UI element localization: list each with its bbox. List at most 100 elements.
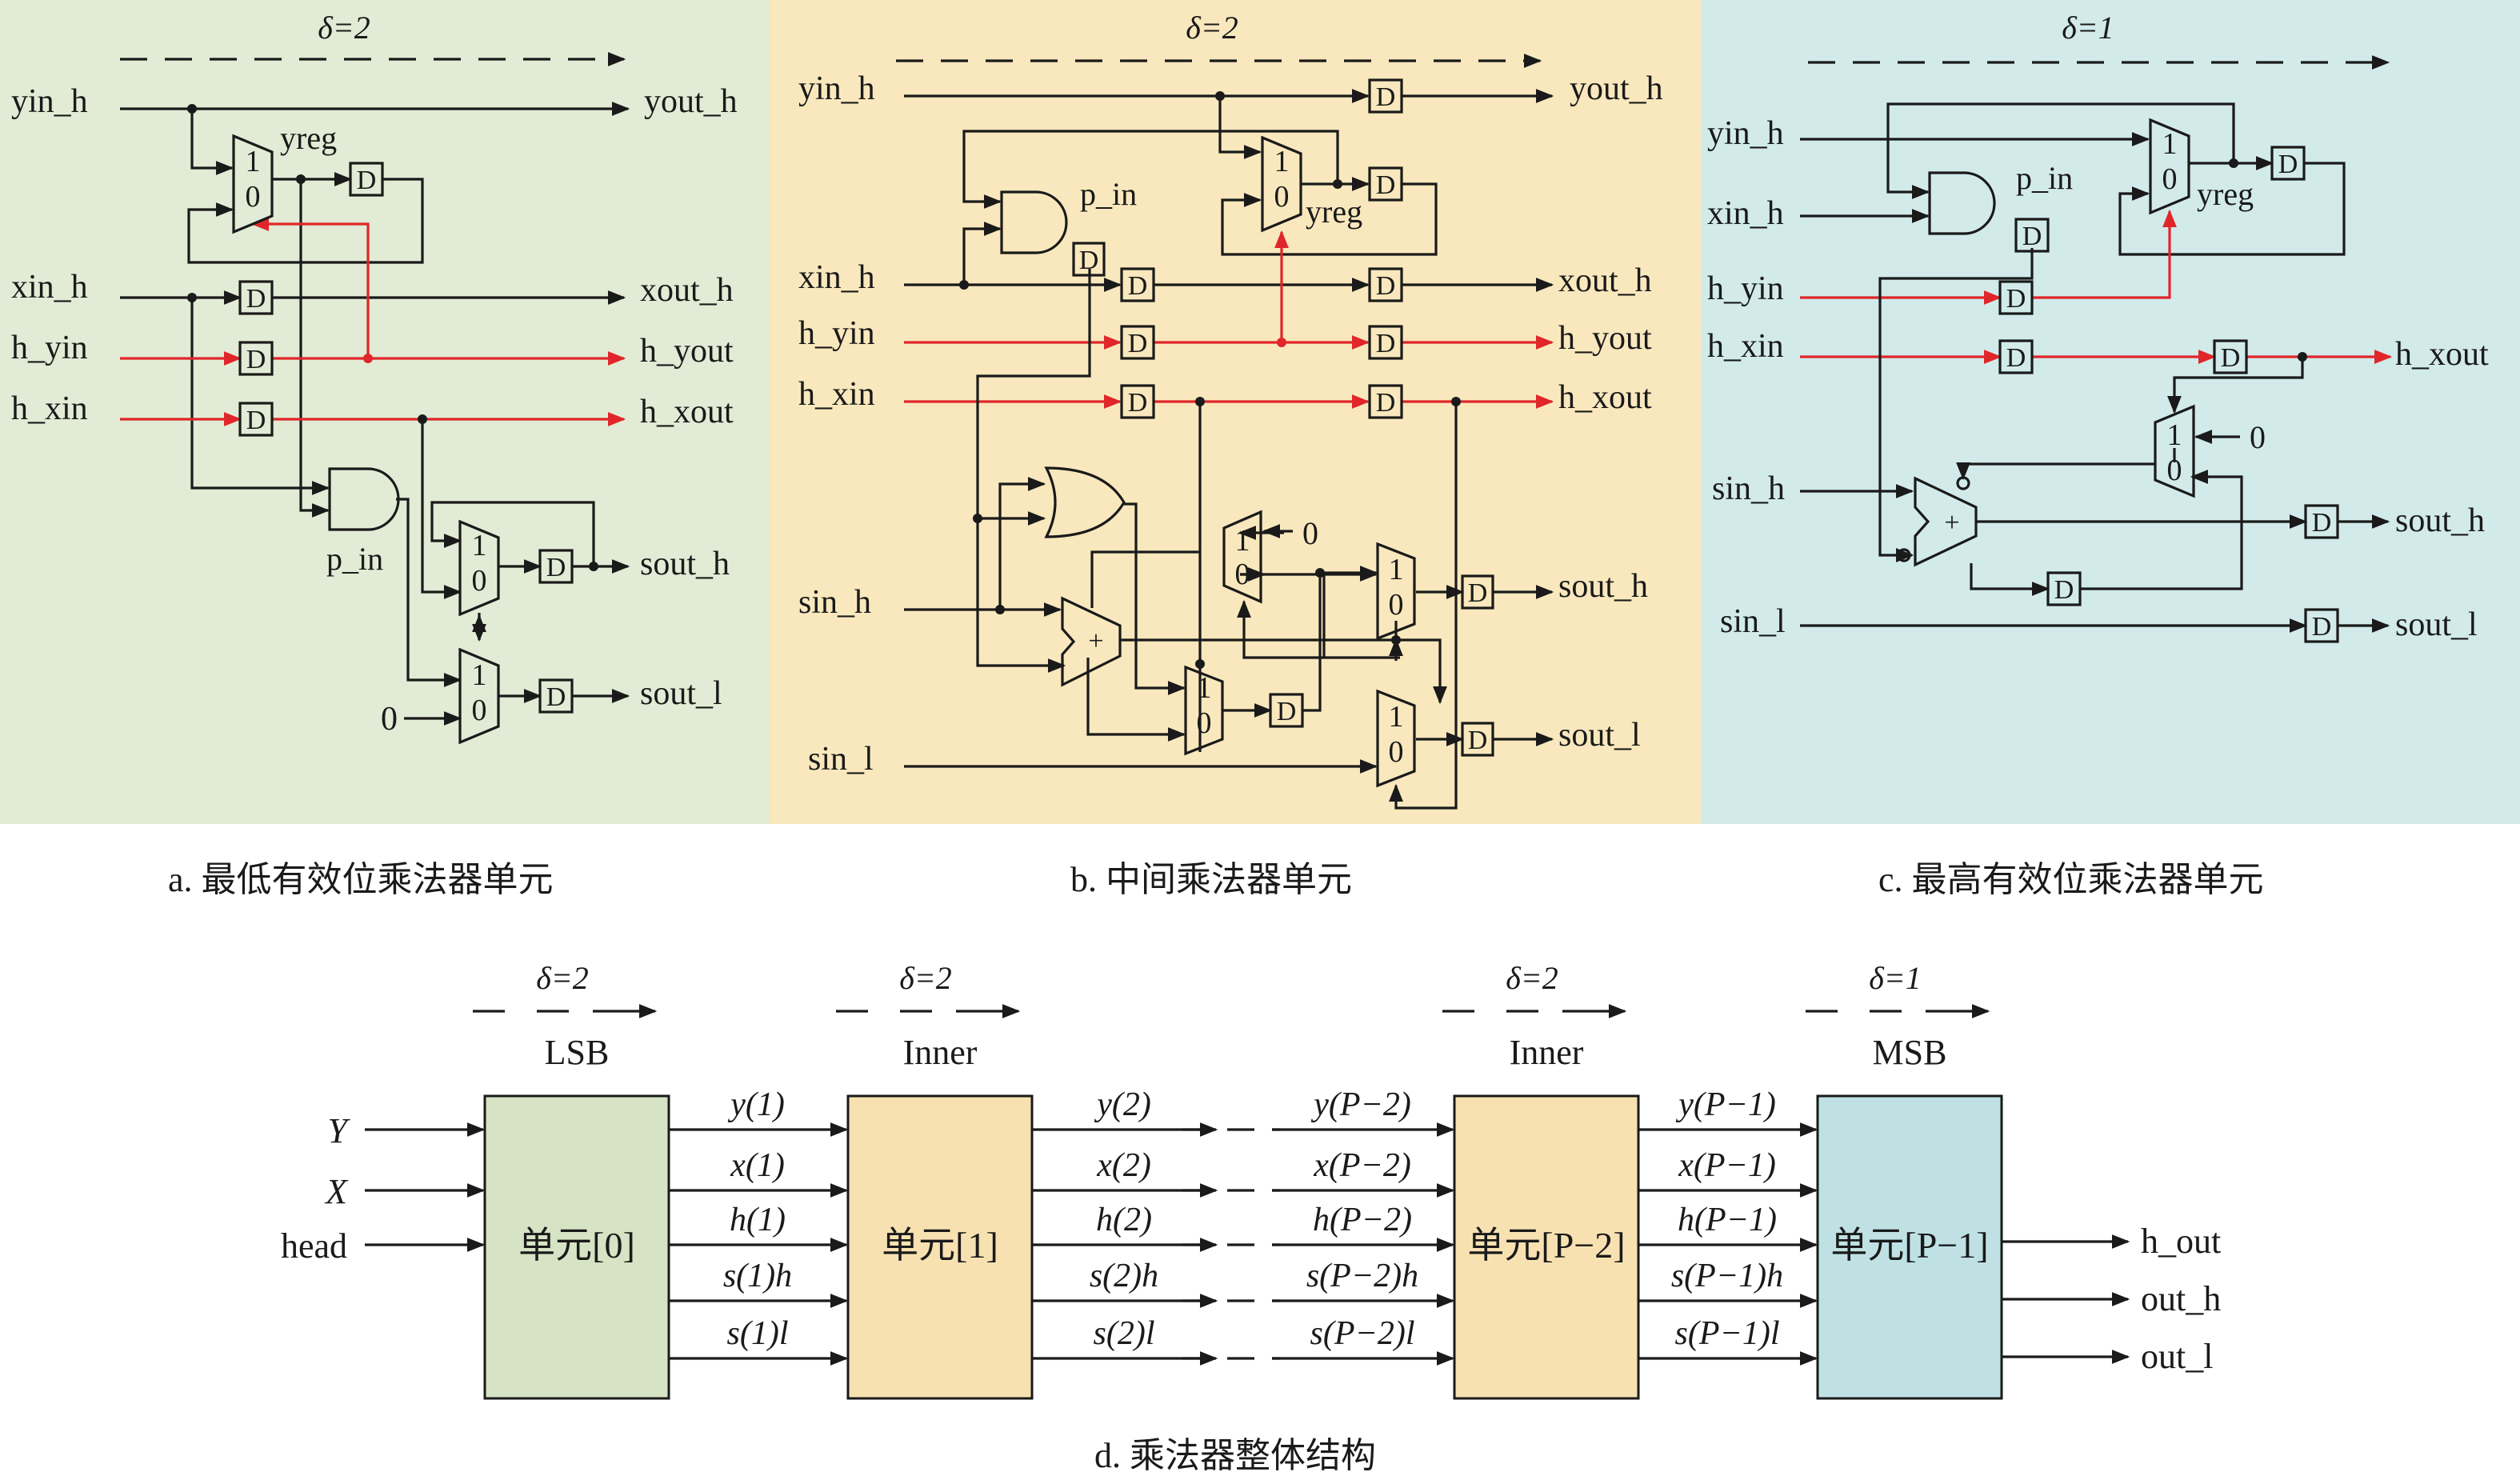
link-label: s(P−2)l xyxy=(1310,1315,1415,1352)
panel-a-port-h-yout: h_yout xyxy=(640,333,734,370)
input-label: head xyxy=(281,1226,347,1266)
msb-cell-panel: δ=1 xyxy=(1701,0,2520,824)
panel-a-port-xin-h: xin_h xyxy=(11,269,88,306)
svg-text:D: D xyxy=(1128,271,1148,301)
svg-text:D: D xyxy=(1376,388,1396,418)
panel-b-mux-sout-h: 1 0 xyxy=(1376,542,1416,641)
lsb-cell-panel: δ=2 xyxy=(0,0,770,824)
link-label: x(1) xyxy=(730,1147,785,1184)
link-label: s(1)l xyxy=(727,1315,789,1352)
svg-text:0: 0 xyxy=(1235,558,1250,591)
svg-text:D: D xyxy=(1128,329,1148,358)
panel-b-port-yin-h: yin_h xyxy=(798,70,875,107)
cell-2-kind: Inner xyxy=(1510,1033,1584,1072)
panel-a-port-xout-h: xout_h xyxy=(640,272,734,309)
panel-a-wires xyxy=(120,102,630,726)
panel-c-port-xin-h: xin_h xyxy=(1707,195,1784,232)
panel-c-dff-hyin: D xyxy=(1998,280,2034,315)
panel-c-dff-carry: D xyxy=(2046,571,2082,606)
panel-c-dff-hxin-1: D xyxy=(1998,339,2034,374)
svg-text:0: 0 xyxy=(1274,180,1290,214)
panel-b-mux-sout-l: 1 0 xyxy=(1376,689,1416,788)
svg-text:D: D xyxy=(1277,697,1297,726)
panel-a-port-h-yin: h_yin xyxy=(11,330,88,366)
panel-b-wires xyxy=(904,89,1554,810)
svg-text:0: 0 xyxy=(472,564,487,598)
panel-b-and-gate xyxy=(1000,190,1068,254)
svg-text:D: D xyxy=(2278,150,2298,179)
panel-c-port-yin-h: yin_h xyxy=(1707,115,1784,152)
cell-3-label: 单元[P−1] xyxy=(1830,1225,1988,1266)
svg-text:D: D xyxy=(546,553,566,582)
svg-text:D: D xyxy=(1376,170,1396,200)
link-label: h(1) xyxy=(730,1202,786,1238)
overall-structure-panel: 单元[0]LSBδ=2单元[1]Innerδ=2单元[P−2]Innerδ=2单… xyxy=(281,960,2221,1475)
panel-c-yreg-label: yreg xyxy=(2197,176,2254,212)
panel-d-labels: 单元[0]LSBδ=2单元[1]Innerδ=2单元[P−2]Innerδ=2单… xyxy=(281,960,2221,1376)
panel-b-port-xin-h: xin_h xyxy=(798,259,875,296)
link-label: x(P−2) xyxy=(1313,1147,1411,1184)
panel-b-zero: 0 xyxy=(1302,515,1318,551)
link-label: s(2)h xyxy=(1090,1258,1158,1294)
panel-b-mux-mid: 1 0 xyxy=(1184,665,1224,756)
output-label: out_l xyxy=(2141,1337,2213,1376)
panel-c-mux-carry: 1 0 xyxy=(2154,404,2195,498)
panel-a-dff-xin: D xyxy=(238,280,274,315)
svg-text:D: D xyxy=(2221,343,2241,373)
svg-text:0: 0 xyxy=(246,180,261,214)
cell-2-delta: δ=2 xyxy=(1506,960,1558,996)
svg-text:0: 0 xyxy=(1389,588,1404,622)
link-label: y(2) xyxy=(1094,1086,1151,1123)
panel-b-port-h-yin: h_yin xyxy=(798,315,875,352)
cell-0-label: 单元[0] xyxy=(518,1225,635,1266)
svg-text:D: D xyxy=(246,284,266,314)
cell-3-kind: MSB xyxy=(1873,1033,1947,1072)
link-label: x(2) xyxy=(1096,1147,1151,1184)
svg-text:+: + xyxy=(1944,508,1959,538)
output-label: out_h xyxy=(2141,1279,2221,1318)
panel-b-dff-sout-h: D xyxy=(1461,574,1494,610)
cell-3-box xyxy=(1816,1094,2003,1400)
panel-b-dff-hxin-2: D xyxy=(1368,384,1403,419)
panel-b-port-sin-h: sin_h xyxy=(798,584,871,621)
cell-2-label: 单元[P−2] xyxy=(1467,1225,1625,1266)
svg-text:1: 1 xyxy=(1274,145,1290,178)
link-label: s(P−1)l xyxy=(1675,1315,1780,1352)
panel-c-dff-sout-l: D xyxy=(2304,608,2339,643)
svg-text:D: D xyxy=(2022,222,2042,251)
panel-a-caption: a. 最低有效位乘法器单元 xyxy=(168,860,554,899)
panel-b-port-yout-h: yout_h xyxy=(1570,70,1663,107)
panel-b-port-sin-l: sin_l xyxy=(808,741,874,778)
cell-3-delta: δ=1 xyxy=(1869,960,1922,996)
panel-a-mux-sout-l: 1 0 xyxy=(458,647,500,745)
panel-b-mux-yreg: 1 0 xyxy=(1261,135,1302,233)
panel-d-caption: d. 乘法器整体结构 xyxy=(1094,1436,1376,1475)
panel-a-dff-sout-h: D xyxy=(538,549,574,584)
svg-text:1: 1 xyxy=(1389,700,1404,734)
svg-text:D: D xyxy=(1376,271,1396,301)
panel-b-dff-mid: D xyxy=(1269,693,1304,728)
svg-text:D: D xyxy=(2312,508,2332,538)
panel-b-mux-carry: 1 0 xyxy=(1222,510,1262,604)
link-label: y(P−1) xyxy=(1675,1086,1776,1123)
svg-text:D: D xyxy=(1468,578,1488,608)
svg-text:0: 0 xyxy=(2162,162,2178,196)
panel-b-delta: δ=2 xyxy=(1186,10,1238,46)
svg-text:D: D xyxy=(246,345,266,374)
panel-c-dff-sout-h: D xyxy=(2304,504,2339,539)
panel-a-port-sout-l: sout_l xyxy=(640,675,722,712)
panel-a-port-yout-h: yout_h xyxy=(644,83,738,120)
svg-text:D: D xyxy=(1468,726,1488,755)
svg-text:D: D xyxy=(357,166,377,195)
link-label: h(P−2) xyxy=(1313,1202,1412,1238)
panel-a-mux-sout-h: 1 0 xyxy=(458,519,500,617)
panel-c-dff-hxin-2: D xyxy=(2213,339,2248,374)
cell-0-box xyxy=(483,1094,670,1400)
svg-text:D: D xyxy=(1079,246,1099,275)
panel-b-dff-hyin-2: D xyxy=(1368,325,1403,360)
svg-text:D: D xyxy=(2054,575,2074,605)
panel-b-dff-hxin-1: D xyxy=(1120,384,1155,419)
svg-text:D: D xyxy=(2312,612,2332,642)
svg-text:0: 0 xyxy=(1389,735,1404,769)
svg-text:1: 1 xyxy=(1389,553,1404,586)
